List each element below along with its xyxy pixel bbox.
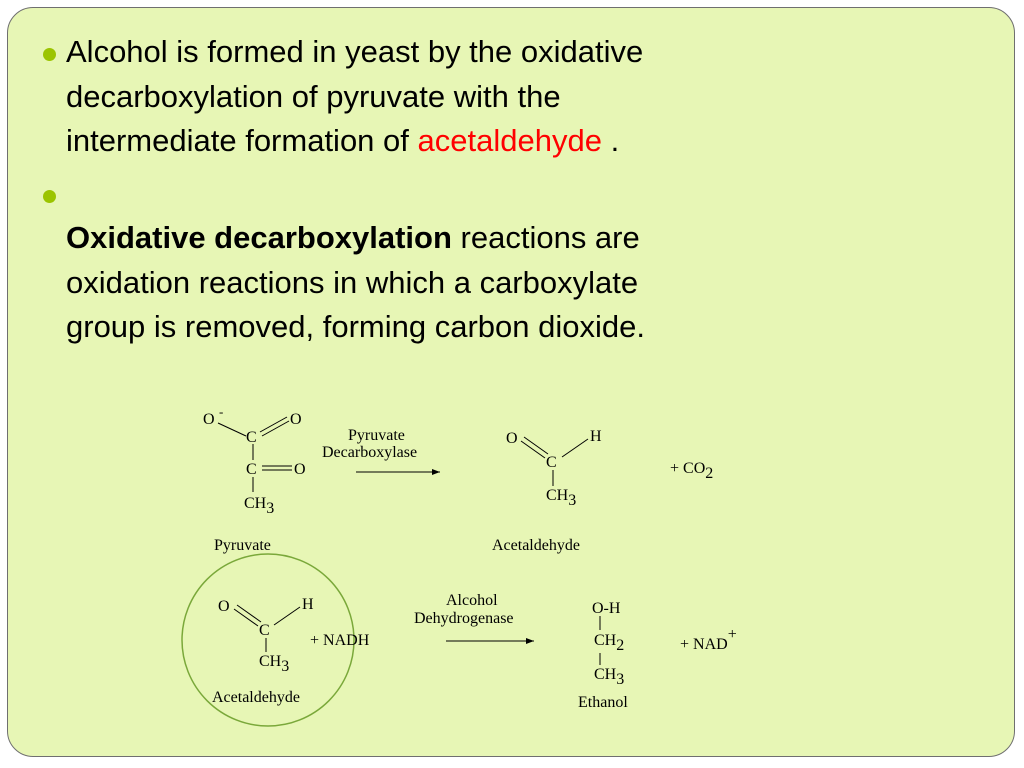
bullet-2-line-2: oxidation reactions in which a carboxyla… (66, 264, 639, 300)
ethanol-structure: O-H CH2 CH3 Ethanol (578, 600, 628, 711)
bond-line (520, 440, 546, 459)
acetaldehyde-c: C (546, 454, 557, 471)
acetaldehyde-product-structure: O H C CH3 Acetaldehyde (492, 428, 602, 554)
acetaldehyde-reactant-structure: O H C CH3 Acetaldehyde (212, 596, 314, 706)
pyruvate-ch-sub: 3 (266, 500, 274, 517)
bullet-1-line-1: Alcohol is formed in yeast by the oxidat… (66, 34, 644, 69)
bullet-1-line-3-pre: intermediate formation of (66, 123, 418, 158)
ethanol-label: Ethanol (578, 694, 628, 711)
reactant-h: H (302, 596, 314, 613)
ethanol-oh: O-H (592, 600, 621, 617)
acetaldehyde-ch-sub: 3 (568, 492, 576, 509)
co2-byproduct: + CO2 (670, 460, 713, 482)
bond-line (561, 438, 589, 458)
pyruvate-o-keto: O (294, 461, 306, 478)
ethanol-ch3-sub: 3 (616, 671, 624, 688)
acetaldehyde-h: H (590, 428, 602, 445)
bond-line (273, 606, 301, 626)
bond-line (233, 608, 259, 627)
enzyme-1-line-1: Pyruvate (348, 427, 405, 444)
acetaldehyde-o: O (506, 430, 518, 447)
co2-sub: 2 (705, 465, 713, 482)
acetaldehyde-label-2: Acetaldehyde (212, 689, 300, 706)
bond-line (217, 422, 247, 437)
reactant-o: O (218, 598, 230, 615)
bullet-1-line-3: intermediate formation of acetaldehyde . (66, 119, 643, 164)
bullet-2-line-1: Oxidative decarboxylation reactions are (66, 216, 645, 261)
reactant-c: C (259, 622, 270, 639)
pyruvate-c-top: C (246, 429, 257, 446)
bond-line (523, 436, 549, 455)
ethanol-ch3-text: CH (594, 666, 617, 683)
bullet-2-line-1-rest: reactions are (451, 220, 640, 255)
pyruvate-minus-sign: - (219, 404, 223, 419)
bullet-dot-1 (43, 48, 56, 61)
acetaldehyde-ch: CH (546, 487, 569, 504)
enzyme-2-line-1: Alcohol (446, 592, 498, 609)
reactant-ch: CH (259, 653, 282, 670)
enzyme-2-line-2: Dehydrogenase (414, 610, 514, 627)
pyruvate-o-double: O (290, 411, 302, 428)
acetaldehyde-highlight: acetaldehyde (417, 123, 602, 158)
reactant-ch-sub: 3 (281, 658, 289, 675)
bullet-dot-2 (43, 190, 56, 203)
pyruvate-structure: O - O C C O CH3 Pyruvate (203, 404, 306, 554)
slide (7, 7, 1015, 757)
bullet-1-line-3-post: . (601, 123, 620, 158)
enzyme-1-line-2: Decarboxylase (322, 444, 417, 461)
pyruvate-ch3: CH3 (244, 495, 274, 517)
bullet-2-line-3: group is removed, forming carbon dioxide… (66, 309, 645, 344)
bond-line (236, 604, 262, 623)
nadh-cofactor: + NADH (310, 632, 370, 649)
nad-sup: + (728, 626, 737, 643)
pyruvate-ch: CH (244, 495, 267, 512)
reactant-ch3: CH3 (259, 653, 289, 675)
acetaldehyde-highlight-circle (181, 553, 355, 727)
bullet-2-bold-term: Oxidative decarboxylation (66, 220, 452, 255)
ethanol-ch3: CH3 (594, 666, 624, 688)
reaction-1-arrow-group: Pyruvate Decarboxylase (322, 427, 440, 475)
bullet-2-text: Oxidative decarboxylation reactions are … (66, 216, 645, 350)
ethanol-ch2: CH2 (594, 632, 624, 654)
nad-byproduct: + NAD+ (680, 626, 737, 653)
pyruvate-c-mid: C (246, 461, 257, 478)
co2-text: + CO (670, 460, 705, 477)
pyruvate-label: Pyruvate (214, 537, 271, 554)
reaction-2-arrow-group: Alcohol Dehydrogenase (414, 592, 534, 644)
nad-text: + NAD (680, 636, 728, 653)
acetaldehyde-ch3: CH3 (546, 487, 576, 509)
pyruvate-o-minus: O (203, 411, 215, 428)
bullet-1-text: Alcohol is formed in yeast by the oxidat… (66, 30, 643, 164)
bond-line (259, 416, 288, 433)
acetaldehyde-label: Acetaldehyde (492, 537, 580, 554)
ethanol-ch2-sub: 2 (616, 637, 624, 654)
bullet-1-line-2: decarboxylation of pyruvate with the (66, 78, 561, 114)
bond-line (261, 420, 290, 437)
ethanol-ch2-text: CH (594, 632, 617, 649)
